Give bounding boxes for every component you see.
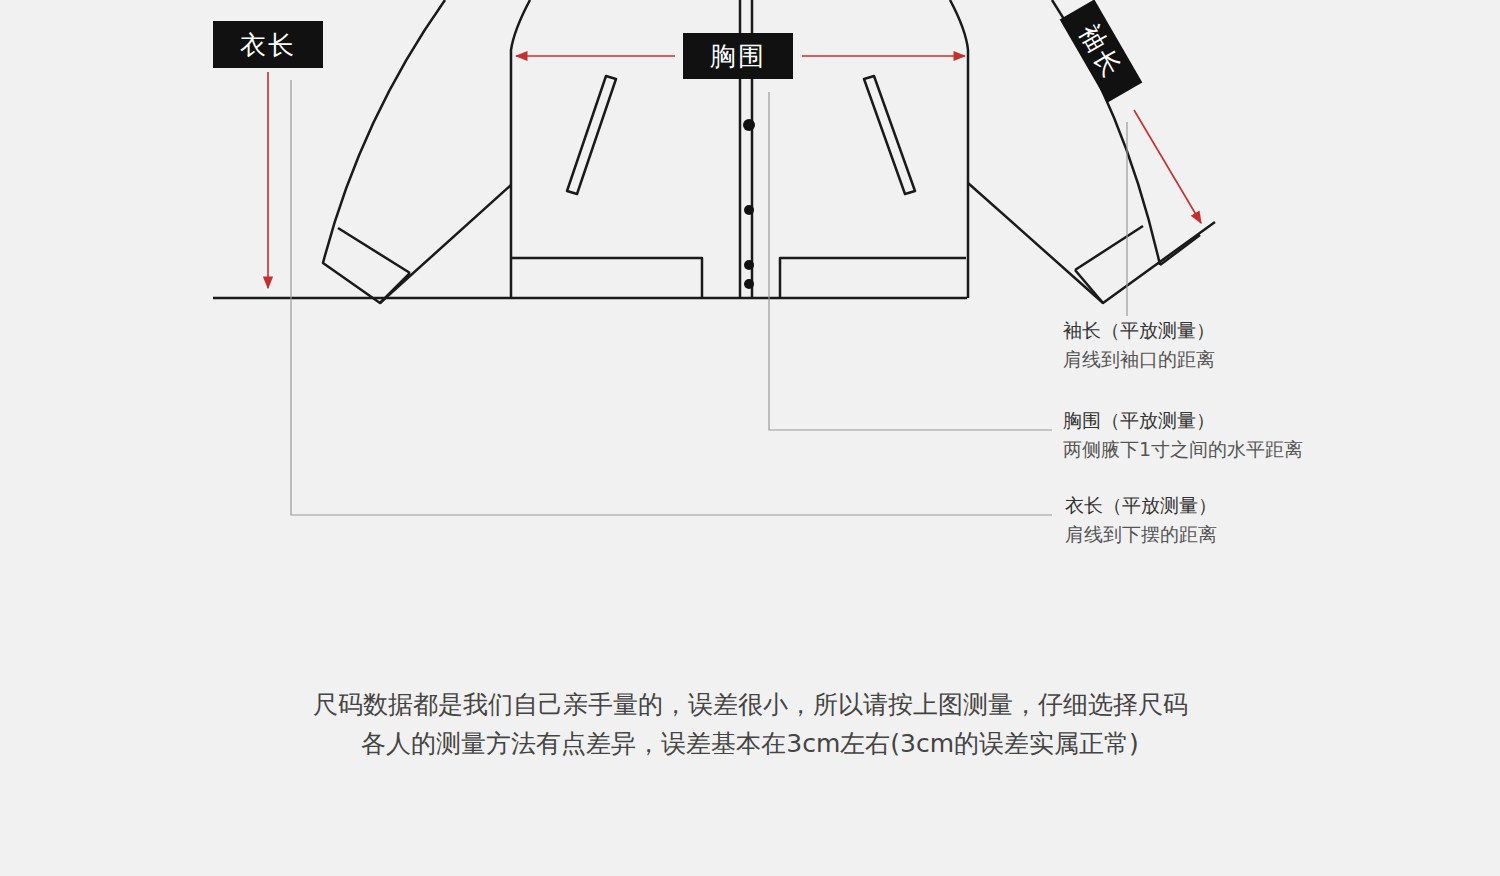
size-note: 尺码数据都是我们自己亲手量的，误差很小，所以请按上图测量，仔细选择尺码: [313, 688, 1188, 721]
size-note: 各人的测量方法有点差异，误差基本在3cm左右(3cm的误差实属正常): [361, 727, 1139, 760]
leader-lines: [291, 80, 1127, 515]
measure-note: 衣长（平放测量）: [1065, 493, 1217, 519]
measure-note: 肩线到袖口的距离: [1063, 347, 1215, 373]
measure-tag: 胸围: [683, 33, 793, 79]
tag-text: 胸围: [710, 43, 766, 69]
measure-note: 肩线到下摆的距离: [1065, 522, 1217, 548]
measure-note: 两侧腋下1寸之间的水平距离: [1063, 437, 1303, 463]
measure-tag: 衣长: [213, 21, 323, 68]
measure-arrows: [268, 56, 1201, 288]
jacket-outline: [213, 0, 1215, 303]
tag-text: 袖长: [1076, 20, 1127, 81]
measure-note: 胸围（平放测量）: [1063, 408, 1215, 434]
buttons: [743, 119, 755, 289]
tag-text: 衣长: [240, 32, 296, 58]
measure-tag: 袖长: [1060, 0, 1143, 103]
measure-note: 袖长（平放测量）: [1063, 318, 1215, 344]
